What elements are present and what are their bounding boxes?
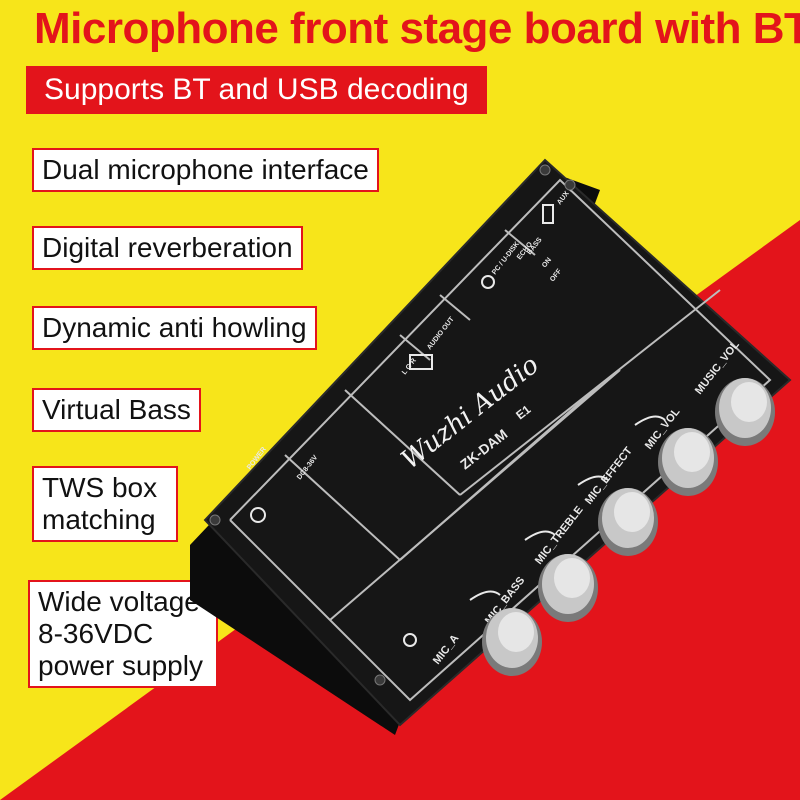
- feature-reverb: Digital reverberation: [32, 226, 303, 270]
- feature-wide-voltage: Wide voltage 8-36VDC power supply: [28, 580, 218, 688]
- feature-text: TWS box: [42, 472, 158, 503]
- feature-tws: TWS box matching: [32, 466, 178, 542]
- feature-text: power supply: [38, 650, 203, 681]
- feature-dual-mic: Dual microphone interface: [32, 148, 379, 192]
- feature-text: Dynamic anti howling: [42, 312, 307, 343]
- feature-text: 8-36VDC: [38, 618, 154, 649]
- feature-text: Virtual Bass: [42, 394, 191, 425]
- feature-text: Dual microphone interface: [42, 154, 369, 185]
- feature-text: Wide voltage: [38, 586, 200, 617]
- feature-text: Digital reverberation: [42, 232, 293, 263]
- subtitle-banner: Supports BT and USB decoding: [26, 66, 487, 114]
- feature-virtual-bass: Virtual Bass: [32, 388, 201, 432]
- page-title: Microphone front stage board with BT: [34, 4, 800, 53]
- feature-text: matching: [42, 504, 156, 535]
- feature-anti-howling: Dynamic anti howling: [32, 306, 317, 350]
